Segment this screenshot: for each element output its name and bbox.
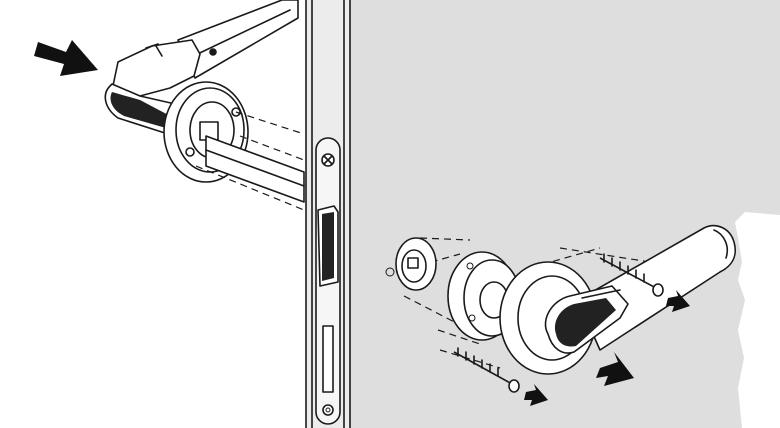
screw-arrow-lower-icon [524,384,548,406]
deadbolt-slot [322,325,334,393]
fixing-screw-lower [453,347,520,393]
faceplate-screw-bottom-icon [322,404,334,416]
handle-body-upper [177,0,299,79]
door-edge [305,0,351,428]
fixing-screw-upper [599,253,664,297]
screw-arrow-icon [666,290,690,312]
handle-arrow-icon [596,352,634,386]
spindle-plate [385,237,437,291]
spindle-assembly [195,111,305,211]
insert-arrow-icon [34,40,98,76]
